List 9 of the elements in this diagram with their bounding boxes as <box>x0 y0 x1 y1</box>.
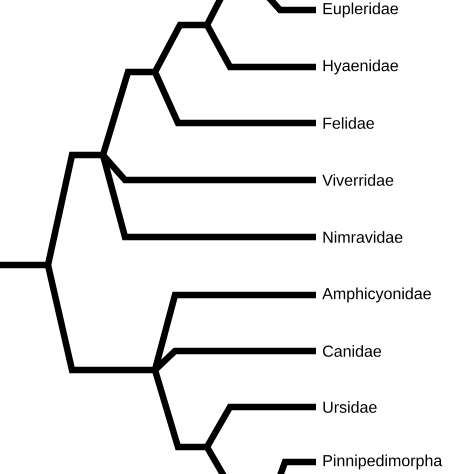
taxon-label: Viverridae <box>322 174 394 186</box>
taxon-label: Canidae <box>323 345 382 357</box>
taxon-label: Hyaenidae <box>324 60 398 74</box>
taxon-label: Pinnipedimorpha <box>324 454 442 470</box>
taxon-label: Ursidae <box>323 401 377 413</box>
taxon-label: Nimravidae <box>324 231 402 243</box>
taxon-label: Amphicyonidae <box>322 288 431 302</box>
taxon-label: Eupleridae <box>324 2 398 18</box>
taxon-label: Felidae <box>324 117 374 129</box>
